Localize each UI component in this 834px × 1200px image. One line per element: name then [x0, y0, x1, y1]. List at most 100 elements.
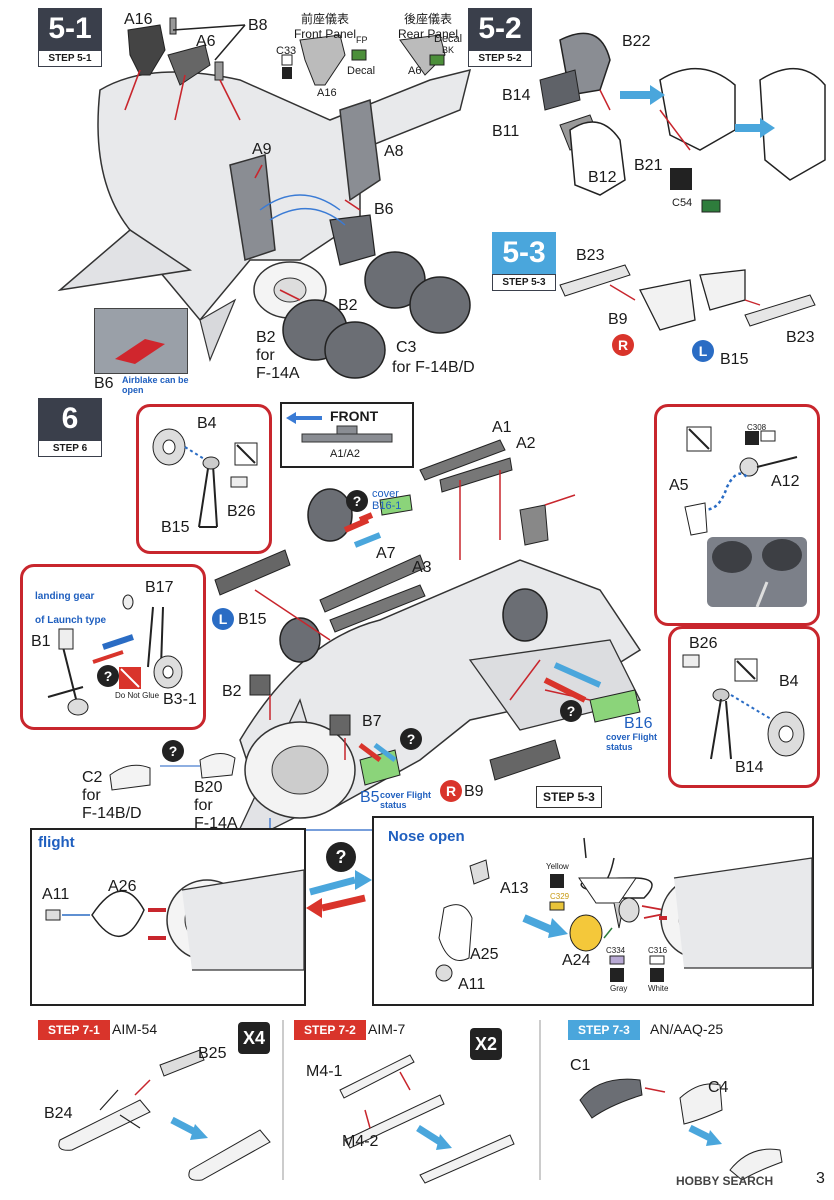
- b2-model: F-14A: [256, 365, 300, 382]
- part-label-a11: A11: [42, 886, 70, 903]
- part-label-a2: A2: [516, 435, 536, 452]
- left-side-badge: L: [212, 608, 234, 630]
- step-number: 5-3: [492, 232, 556, 274]
- front-panel-heading: 前座儀表 Front Panel: [275, 10, 375, 41]
- front-parts: A1/A2: [330, 448, 360, 460]
- part-label-a16: A16: [124, 11, 153, 28]
- nose-open-title: Nose open: [388, 828, 465, 845]
- b20-for: for: [194, 797, 213, 814]
- step-7-1-name: AIM-54: [112, 1021, 158, 1037]
- left-side-badge: L: [692, 340, 714, 362]
- step-5-1-badge: 5-1 STEP 5-1: [38, 8, 102, 67]
- front-panel-jp: 前座儀表: [300, 12, 349, 26]
- nose-open-panel: Nose open A13 A25 A11 A24 Yellow C329 C3…: [372, 816, 814, 1006]
- rear-panel-heading: 後座儀表 Rear Panel: [378, 10, 478, 41]
- right-side-badge: R: [440, 780, 462, 802]
- optional-mark: ?: [400, 728, 422, 750]
- part-label-a13: A13: [500, 880, 529, 897]
- step-7-2-name: AIM-7: [368, 1021, 406, 1037]
- part-label-c1: C1: [570, 1057, 591, 1074]
- part-label-a8: A8: [384, 143, 404, 160]
- callout-launch-gear: landing gear of Launch type B17 B1 B3-1 …: [20, 564, 206, 730]
- part-label-a3: A3: [412, 559, 432, 576]
- part-label-b24: B24: [44, 1105, 73, 1122]
- part-label-b4: B4: [197, 415, 217, 432]
- step-tag: STEP 5-1: [38, 50, 102, 67]
- step-tag: STEP 6: [38, 440, 102, 457]
- paint-label-c54: C54: [672, 197, 693, 209]
- part-label-b4: B4: [779, 673, 799, 690]
- part-label-b1: B1: [31, 633, 51, 650]
- part-label-a6: A6: [196, 33, 216, 50]
- launch-title-2: of Launch type: [35, 615, 107, 626]
- part-label-b9: B9: [608, 311, 628, 328]
- part-label-a7: A7: [376, 545, 396, 562]
- part-label-b2: B2: [222, 683, 242, 700]
- paint-c334: C334: [606, 946, 626, 955]
- part-label-b23-top: B23: [576, 247, 605, 264]
- part-label-a25: A25: [470, 946, 499, 963]
- part-label-b25: B25: [198, 1045, 227, 1062]
- part-label-b5: B5: [360, 789, 380, 806]
- watermark: HOBBY SEARCH: [676, 1174, 774, 1188]
- part-label-b14: B14: [735, 759, 764, 776]
- paint-gray: Gray: [610, 984, 628, 993]
- step-tag: STEP 5-3: [492, 274, 556, 291]
- paint-label-c308: C308: [747, 423, 767, 432]
- paint-c316: C316: [648, 946, 668, 955]
- front-label: FRONT: [330, 408, 379, 424]
- rear-panel-part: A6: [408, 65, 422, 77]
- part-label-b6: B6: [374, 201, 394, 218]
- page-number: 3: [816, 1170, 825, 1187]
- callout-a12-assembly: C308 A5 A12: [654, 404, 820, 626]
- decal-bk: BK: [442, 45, 455, 55]
- c3-for: for F-14B/D: [392, 359, 475, 376]
- step-number: 5-1: [38, 8, 102, 50]
- part-label-b14: B14: [502, 87, 531, 104]
- rear-panel-en: Rear Panel: [397, 27, 459, 41]
- part-label-a24: A24: [562, 952, 591, 969]
- part-label-b3-1: B3-1: [163, 691, 197, 708]
- part-label-a12: A12: [771, 473, 800, 490]
- part-label-c4: C4: [708, 1079, 729, 1096]
- c2-for: for: [82, 787, 101, 804]
- part-label-b9: B9: [464, 783, 484, 800]
- part-label-c33: C33: [276, 45, 297, 57]
- step-7-3-tag: STEP 7-3: [568, 1020, 640, 1040]
- optional-mark: ?: [97, 665, 119, 687]
- part-label-b7: B7: [362, 713, 382, 730]
- step-7-3-name: AN/AAQ-25: [650, 1021, 724, 1037]
- step-5-2-badge: 5-2 STEP 5-2: [468, 8, 532, 67]
- step-6-badge: 6 STEP 6: [38, 398, 102, 457]
- c2-label: C2: [82, 769, 103, 786]
- part-label-b26: B26: [227, 503, 256, 520]
- b6-note: Airblake can be open: [122, 375, 189, 395]
- callout-right-gear: B26 B4 B14: [668, 626, 820, 788]
- part-label-a1: A1: [492, 419, 512, 436]
- optional-mark: ?: [162, 740, 184, 762]
- optional-mark: ?: [326, 842, 356, 872]
- step-7-1-tag: STEP 7-1: [38, 1020, 110, 1040]
- optional-mark: ?: [346, 490, 368, 512]
- part-label-a9: A9: [252, 141, 272, 158]
- front-panel-en: Front Panel: [293, 27, 357, 41]
- step-7-2-count: X2: [470, 1028, 502, 1060]
- b20-label: B20: [194, 779, 223, 796]
- part-label-b11: B11: [492, 123, 520, 140]
- paint-c329: C329: [550, 892, 570, 901]
- part-label-b23-bottom: B23: [786, 329, 815, 346]
- part-label-a5: A5: [669, 477, 689, 494]
- fp-mark: FP: [356, 35, 368, 45]
- right-side-badge: R: [612, 334, 634, 356]
- do-not-glue-note: Do Not Glue: [115, 691, 160, 700]
- part-label-b16: B16: [624, 715, 653, 732]
- part-label-b15: B15: [238, 611, 267, 628]
- c2-model: F-14B/D: [82, 805, 142, 822]
- paint-white: White: [648, 984, 669, 993]
- decal-label-rear: Decal: [434, 33, 463, 45]
- step-7-2-tag: STEP 7-2: [294, 1020, 366, 1040]
- step-5-3-badge: 5-3 STEP 5-3: [492, 232, 556, 291]
- b6-photo: [94, 308, 188, 374]
